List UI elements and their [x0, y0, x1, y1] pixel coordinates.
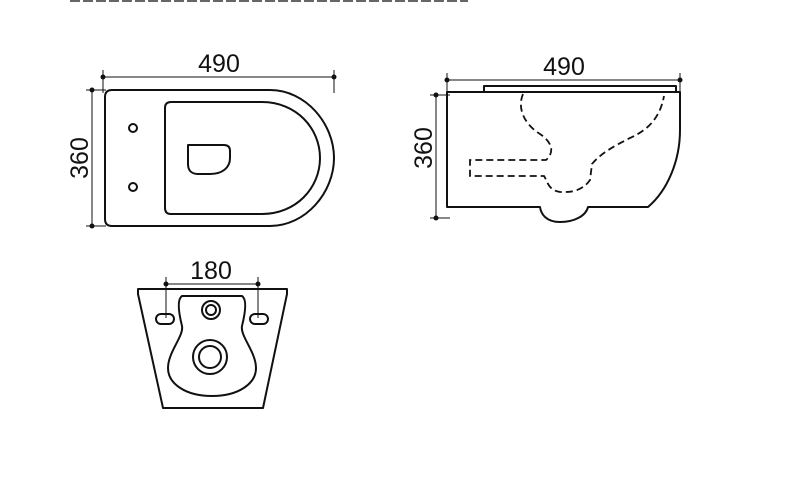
top-view-height-label: 360 — [66, 137, 94, 179]
side-view-hidden-inlet-pipe — [469, 93, 665, 193]
side-view-seat-lid — [483, 85, 677, 93]
top-view-bolt-hole-top — [128, 123, 138, 133]
top-view-bolt-hole-bottom — [128, 182, 138, 192]
top-view-width-dimension: 490 — [100, 50, 337, 93]
rear-view-inner-profile — [167, 295, 257, 397]
rear-view-hole-spacing-dimension: 180 — [163, 257, 261, 318]
rear-view-drain-outlet — [192, 339, 228, 375]
side-view-height-label: 360 — [410, 127, 438, 169]
side-view-width-label: 490 — [543, 53, 585, 81]
top-view-drain-outlet — [187, 144, 231, 175]
top-view-width-label: 490 — [198, 50, 240, 78]
rear-view-mounting-slot-left — [155, 313, 175, 325]
top-view-height-dimension: 360 — [66, 87, 106, 229]
rear-view-water-inlet — [201, 300, 221, 320]
rear-view-body-outline — [137, 288, 288, 409]
top-view-inner-rim — [164, 101, 321, 215]
side-view-height-dimension: 360 — [410, 92, 450, 221]
rear-view-water-inlet-inner — [205, 304, 217, 316]
rear-view: 180 — [137, 257, 288, 409]
top-view-bowl-outline — [104, 89, 335, 227]
side-view: 490 360 — [410, 53, 683, 223]
rear-view-mounting-slot-right — [249, 313, 269, 325]
rear-view-hole-spacing-label: 180 — [190, 257, 232, 285]
side-view-body-outline — [446, 91, 681, 223]
side-view-width-dimension: 490 — [444, 53, 683, 95]
rear-view-drain-outlet-inner — [198, 345, 222, 369]
top-view: 490 360 — [66, 50, 337, 229]
